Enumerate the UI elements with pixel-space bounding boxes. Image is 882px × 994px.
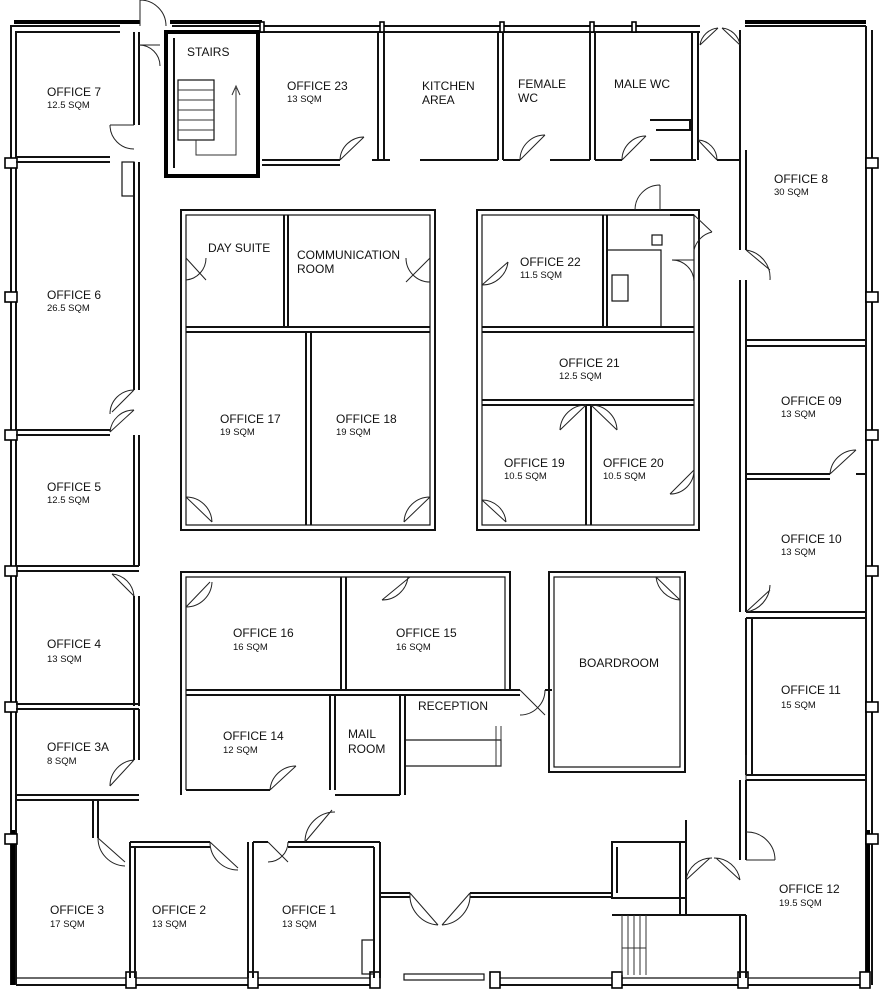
label-boardroom: BOARDROOM: [579, 656, 659, 670]
label-office-19: OFFICE 19: [504, 456, 565, 470]
area-office-19: 10.5 SQM: [504, 471, 547, 482]
label-kitchen-line2: AREA: [422, 93, 455, 107]
area-office-3a: 8 SQM: [47, 756, 77, 767]
room-labels: OFFICE 7 12.5 SQM STAIRS OFFICE 23 13 SQ…: [47, 45, 842, 930]
area-office-22: 11.5 SQM: [520, 270, 562, 281]
label-reception: RECEPTION: [418, 699, 488, 713]
label-office-3: OFFICE 3: [50, 903, 104, 917]
label-mail-room-line1: MAIL: [348, 727, 376, 741]
label-office-16: OFFICE 16: [233, 626, 294, 640]
label-office-14: OFFICE 14: [223, 729, 284, 743]
label-office-18: OFFICE 18: [336, 412, 397, 426]
label-office-09: OFFICE 09: [781, 394, 842, 408]
area-office-15: 16 SQM: [396, 642, 431, 653]
label-kitchen-line1: KITCHEN: [422, 79, 475, 93]
label-office-10: OFFICE 10: [781, 532, 842, 546]
label-male-wc: MALE WC: [614, 77, 670, 91]
label-office-3a: OFFICE 3A: [47, 740, 109, 754]
right-column-walls: [739, 30, 866, 978]
label-office-23: OFFICE 23: [287, 79, 348, 93]
label-office-12: OFFICE 12: [779, 882, 840, 896]
label-office-5: OFFICE 5: [47, 480, 101, 494]
central-block-c-walls: [180, 571, 552, 796]
boardroom-walls: [548, 571, 686, 773]
label-office-7: OFFICE 7: [47, 85, 101, 99]
area-office-4: 13 SQM: [47, 654, 82, 665]
area-office-16: 16 SQM: [233, 642, 268, 653]
area-office-5: 12.5 SQM: [47, 495, 90, 506]
label-office-17: OFFICE 17: [220, 412, 281, 426]
central-block-a-walls: [180, 209, 436, 531]
label-communication-line2: ROOM: [297, 262, 334, 276]
area-office-7: 12.5 SQM: [47, 100, 90, 111]
label-communication-line1: COMMUNICATION: [297, 248, 400, 262]
label-office-6: OFFICE 6: [47, 288, 101, 302]
area-office-09: 13 SQM: [781, 409, 816, 420]
label-day-suite: DAY SUITE: [208, 241, 270, 255]
columns: [4, 21, 879, 989]
area-office-23: 13 SQM: [287, 94, 322, 105]
area-office-21: 12.5 SQM: [559, 371, 602, 382]
label-office-11: OFFICE 11: [781, 683, 841, 697]
area-office-10: 13 SQM: [781, 547, 816, 558]
label-female-wc-line2: WC: [518, 91, 538, 105]
area-office-6: 26.5 SQM: [47, 303, 90, 314]
label-office-2: OFFICE 2: [152, 903, 206, 917]
area-office-14: 12 SQM: [223, 745, 258, 756]
area-office-1: 13 SQM: [282, 919, 317, 930]
area-office-17: 19 SQM: [220, 427, 255, 438]
area-office-8: 30 SQM: [774, 187, 809, 198]
label-office-22: OFFICE 22: [520, 255, 581, 269]
label-mail-room-line2: ROOM: [348, 742, 385, 756]
label-office-20: OFFICE 20: [603, 456, 664, 470]
label-office-4: OFFICE 4: [47, 637, 101, 651]
central-block-b-walls: [476, 209, 700, 531]
label-office-21: OFFICE 21: [559, 356, 620, 370]
bottom-row-walls: [129, 820, 746, 981]
top-row-walls: [16, 30, 740, 178]
area-office-11: 15 SQM: [781, 700, 816, 711]
label-office-8: OFFICE 8: [774, 172, 828, 186]
left-column-walls: [16, 161, 140, 838]
label-office-15: OFFICE 15: [396, 626, 457, 640]
area-office-3: 17 SQM: [50, 919, 85, 930]
area-office-18: 19 SQM: [336, 427, 371, 438]
label-female-wc-line1: FEMALE: [518, 77, 566, 91]
label-office-1: OFFICE 1: [282, 903, 336, 917]
area-office-2: 13 SQM: [152, 919, 187, 930]
outer-walls: [10, 20, 873, 986]
area-office-12: 19.5 SQM: [779, 898, 822, 909]
doors: [97, 0, 857, 926]
area-office-20: 10.5 SQM: [603, 471, 646, 482]
label-stairs: STAIRS: [187, 45, 229, 59]
